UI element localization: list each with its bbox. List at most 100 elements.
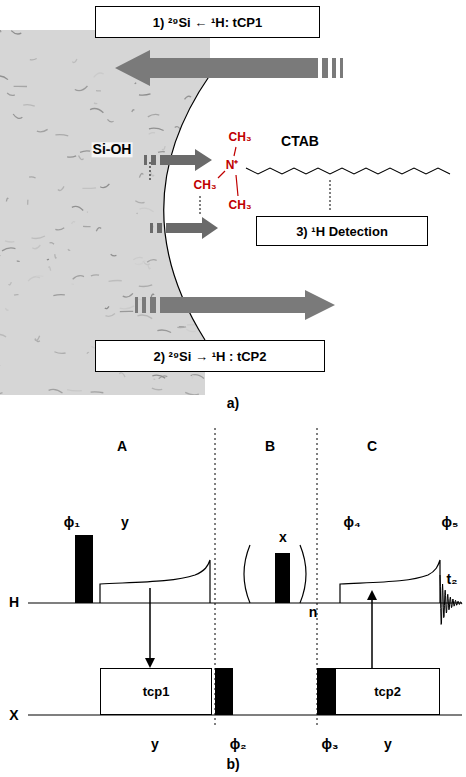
arrow-tail <box>135 297 138 313</box>
texture-stroke <box>192 375 193 378</box>
contact-time-box: tcp2 <box>335 668 440 715</box>
alkyl-chain <box>246 168 450 174</box>
texture-stroke <box>75 86 88 91</box>
contact-line <box>200 196 201 214</box>
texture-stroke <box>14 86 27 88</box>
texture-stroke <box>87 352 89 353</box>
arrow-tail <box>144 155 147 165</box>
texture-stroke <box>28 277 40 281</box>
texture-stroke <box>147 260 157 262</box>
arrow-head <box>367 590 377 600</box>
phase-label: ϕ₃ <box>321 737 340 752</box>
texture-stroke <box>154 378 155 380</box>
rf-pulse <box>317 668 335 715</box>
texture-stroke <box>106 313 115 316</box>
phase-label: ϕ₄ <box>342 515 361 530</box>
arrow-tail <box>332 58 336 78</box>
texture-stroke <box>14 294 18 296</box>
texture-stroke <box>197 99 201 102</box>
texture-stroke <box>186 266 200 268</box>
period-label: B <box>264 439 276 454</box>
texture-stroke <box>185 392 199 394</box>
texture-stroke <box>2 248 15 251</box>
texture-stroke <box>96 90 101 92</box>
texture-stroke <box>177 326 186 328</box>
cp-ramp <box>100 560 210 603</box>
arrow-tail <box>150 223 153 233</box>
texture-stroke <box>0 363 1 366</box>
texture-stroke <box>207 290 210 293</box>
texture-stroke <box>149 128 164 130</box>
texture-stroke <box>0 255 1 257</box>
texture-stroke <box>23 105 34 107</box>
box-text: tcp2 <box>374 684 401 699</box>
arrow-tail <box>151 155 156 165</box>
bond <box>234 147 236 156</box>
texture-stroke <box>55 254 57 258</box>
texture-stroke <box>30 58 37 59</box>
panel-label: b) <box>225 757 240 772</box>
atom-label: CH₃ <box>228 131 253 144</box>
texture-stroke <box>120 311 133 312</box>
texture-stroke <box>32 245 40 249</box>
texture-stroke <box>186 329 195 331</box>
texture-stroke <box>29 177 35 178</box>
texture-stroke <box>158 151 165 153</box>
texture-stroke <box>0 28 1 32</box>
cp-ramp <box>340 560 440 603</box>
loop-bracket <box>244 545 250 603</box>
texture-stroke <box>120 306 135 309</box>
texture-stroke <box>55 135 68 136</box>
texture-stroke <box>149 133 155 135</box>
step-box: 3) ¹H Detection <box>256 216 428 246</box>
texture-stroke <box>50 243 54 245</box>
texture-stroke <box>72 206 83 210</box>
arrow-tail <box>150 297 156 313</box>
phase-label: y <box>150 737 160 752</box>
texture-stroke <box>191 375 204 379</box>
texture-stroke <box>7 93 15 95</box>
h-channel-line <box>28 602 462 603</box>
channel-label: H <box>8 595 20 610</box>
texture-stroke <box>151 172 154 176</box>
texture-stroke <box>135 260 145 264</box>
texture-stroke <box>82 187 96 189</box>
atom-label: CH₃ <box>193 179 218 192</box>
contact-line <box>150 162 151 180</box>
period-label: A <box>116 439 128 454</box>
texture-stroke <box>140 208 154 212</box>
transfer-arrow <box>160 149 212 171</box>
texture-stroke <box>49 267 51 271</box>
box-text: 1) ²⁹Si ← ¹H: tCP1 <box>153 15 262 30</box>
texture-stroke <box>67 390 82 391</box>
arrow-tail <box>157 223 162 233</box>
texture-stroke <box>80 151 90 153</box>
texture-stroke <box>175 242 183 245</box>
texture-stroke <box>152 388 162 390</box>
texture-stroke <box>31 236 44 239</box>
texture-stroke <box>72 222 75 224</box>
texture-stroke <box>162 146 165 150</box>
texture-stroke <box>72 59 77 63</box>
texture-stroke <box>0 334 6 336</box>
texture-stroke <box>13 114 22 118</box>
texture-stroke <box>36 275 44 277</box>
texture-stroke <box>105 306 109 308</box>
panel-label: a) <box>226 396 240 411</box>
phase-label: ϕ₅ <box>441 515 460 530</box>
molecule-label: CTAB <box>280 134 320 149</box>
texture-stroke <box>185 264 188 265</box>
texture-stroke <box>135 82 136 84</box>
texture-stroke <box>207 322 212 324</box>
texture-stroke <box>9 282 12 285</box>
texture-stroke <box>83 226 91 227</box>
arrow-head <box>145 658 155 668</box>
step-box: 1) ²⁹Si ← ¹H: tCP1 <box>95 6 320 38</box>
texture-stroke <box>17 260 20 262</box>
phase-label: y <box>383 737 393 752</box>
texture-stroke <box>0 393 2 394</box>
texture-stroke <box>68 249 70 250</box>
transfer-arrow <box>115 50 318 86</box>
texture-stroke <box>67 156 76 157</box>
texture-stroke <box>152 375 165 378</box>
